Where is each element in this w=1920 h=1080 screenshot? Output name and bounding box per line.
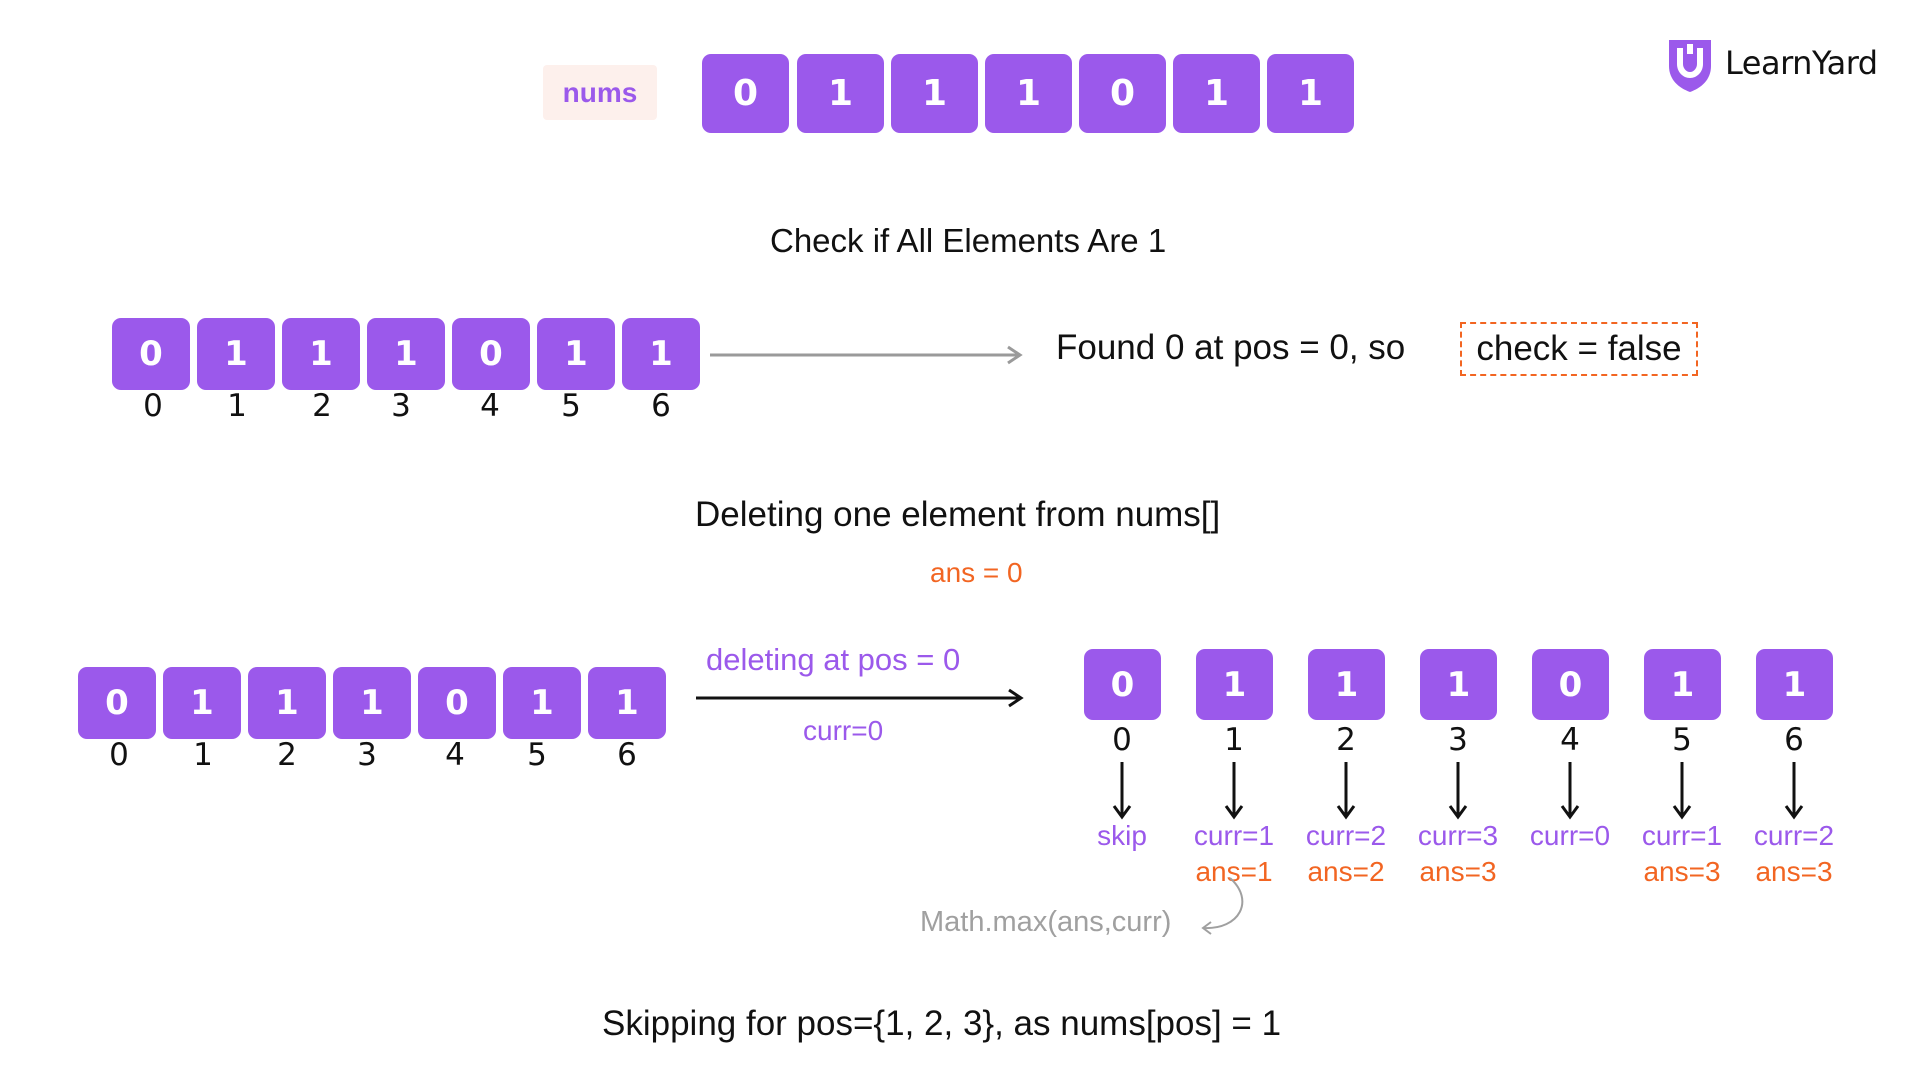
down-arrow-icon (1112, 762, 1132, 820)
delete-input-index: 3 (357, 737, 377, 773)
result-index: 1 (1224, 722, 1244, 758)
found-zero-text: Found 0 at pos = 0, so (1056, 328, 1406, 367)
footer-text: Skipping for pos={1, 2, 3}, as nums[pos]… (602, 1004, 1282, 1043)
check-cell: 0 (112, 318, 190, 390)
check-cell: 1 (197, 318, 275, 390)
check-arrow-icon (710, 345, 1023, 365)
nums-cell: 1 (985, 54, 1072, 133)
step-ans-label: ans=3 (1643, 856, 1721, 887)
result-index: 0 (1112, 722, 1132, 758)
result-cell: 0 (1084, 649, 1161, 720)
down-arrow-icon (1784, 762, 1804, 820)
curr-initial-label: curr=0 (803, 715, 884, 746)
delete-input-index: 5 (527, 737, 547, 773)
check-cell: 1 (622, 318, 700, 390)
check-cell: 1 (282, 318, 360, 390)
delete-input-cell: 0 (78, 667, 156, 739)
delete-input-cell: 1 (163, 667, 241, 739)
check-index: 2 (312, 388, 332, 424)
result-index: 5 (1672, 722, 1692, 758)
result-cell: 1 (1420, 649, 1497, 720)
check-cell: 1 (537, 318, 615, 390)
delete-input-index: 1 (193, 737, 213, 773)
delete-input-index: 6 (617, 737, 637, 773)
nums-cell: 1 (891, 54, 978, 133)
result-cell: 1 (1196, 649, 1273, 720)
result-cell: 1 (1644, 649, 1721, 720)
nums-cell: 1 (1173, 54, 1260, 133)
math-max-note: Math.max(ans,curr) (920, 906, 1172, 938)
result-cell: 1 (1308, 649, 1385, 720)
delete-input-cell: 1 (503, 667, 581, 739)
step-ans-label: ans=3 (1419, 856, 1497, 887)
check-false-box: check = false (1460, 322, 1698, 376)
check-index: 4 (480, 388, 500, 424)
delete-input-index: 2 (277, 737, 297, 773)
check-index: 5 (561, 388, 581, 424)
step-curr-label: curr=2 (1305, 820, 1387, 851)
delete-arrow-icon (696, 688, 1024, 708)
step-curr-label: skip (1097, 820, 1147, 851)
check-index: 3 (391, 388, 411, 424)
check-cell: 0 (452, 318, 530, 390)
nums-label: nums (543, 65, 657, 120)
deleting-at-pos-label: deleting at pos = 0 (706, 642, 961, 677)
nums-cell: 1 (1267, 54, 1354, 133)
delete-input-index: 4 (445, 737, 465, 773)
step-ans-label: ans=2 (1307, 856, 1385, 887)
result-index: 4 (1560, 722, 1580, 758)
step-curr-label: curr=0 (1529, 820, 1611, 851)
check-cell: 1 (367, 318, 445, 390)
step-curr-label: curr=1 (1193, 820, 1275, 851)
step-curr-label: curr=1 (1641, 820, 1723, 851)
nums-cell: 0 (1079, 54, 1166, 133)
step-ans-label: ans=3 (1755, 856, 1833, 887)
check-index: 0 (143, 388, 163, 424)
delete-input-cell: 1 (588, 667, 666, 739)
step-curr-label: curr=2 (1753, 820, 1835, 851)
delete-input-cell: 1 (248, 667, 326, 739)
nums-cell: 0 (702, 54, 789, 133)
down-arrow-icon (1672, 762, 1692, 820)
delete-section-title: Deleting one element from nums[] (695, 495, 1221, 534)
learnyard-logo: LearnYard (1665, 36, 1895, 96)
down-arrow-icon (1560, 762, 1580, 820)
check-section-title: Check if All Elements Are 1 (770, 222, 1167, 259)
ans-initial: ans = 0 (930, 557, 1023, 588)
down-arrow-icon (1336, 762, 1356, 820)
learnyard-shield-icon (1669, 40, 1711, 92)
result-index: 3 (1448, 722, 1468, 758)
down-arrow-icon (1448, 762, 1468, 820)
result-cell: 0 (1532, 649, 1609, 720)
logo-text: LearnYard (1725, 44, 1878, 82)
nums-cell: 1 (797, 54, 884, 133)
delete-input-cell: 1 (333, 667, 411, 739)
check-index: 1 (227, 388, 247, 424)
delete-input-index: 0 (109, 737, 129, 773)
check-index: 6 (651, 388, 671, 424)
result-cell: 1 (1756, 649, 1833, 720)
result-index: 2 (1336, 722, 1356, 758)
down-arrow-icon (1224, 762, 1244, 820)
delete-input-cell: 0 (418, 667, 496, 739)
result-index: 6 (1784, 722, 1804, 758)
step-curr-label: curr=3 (1417, 820, 1499, 851)
math-note-curved-arrow-icon (1201, 877, 1244, 935)
